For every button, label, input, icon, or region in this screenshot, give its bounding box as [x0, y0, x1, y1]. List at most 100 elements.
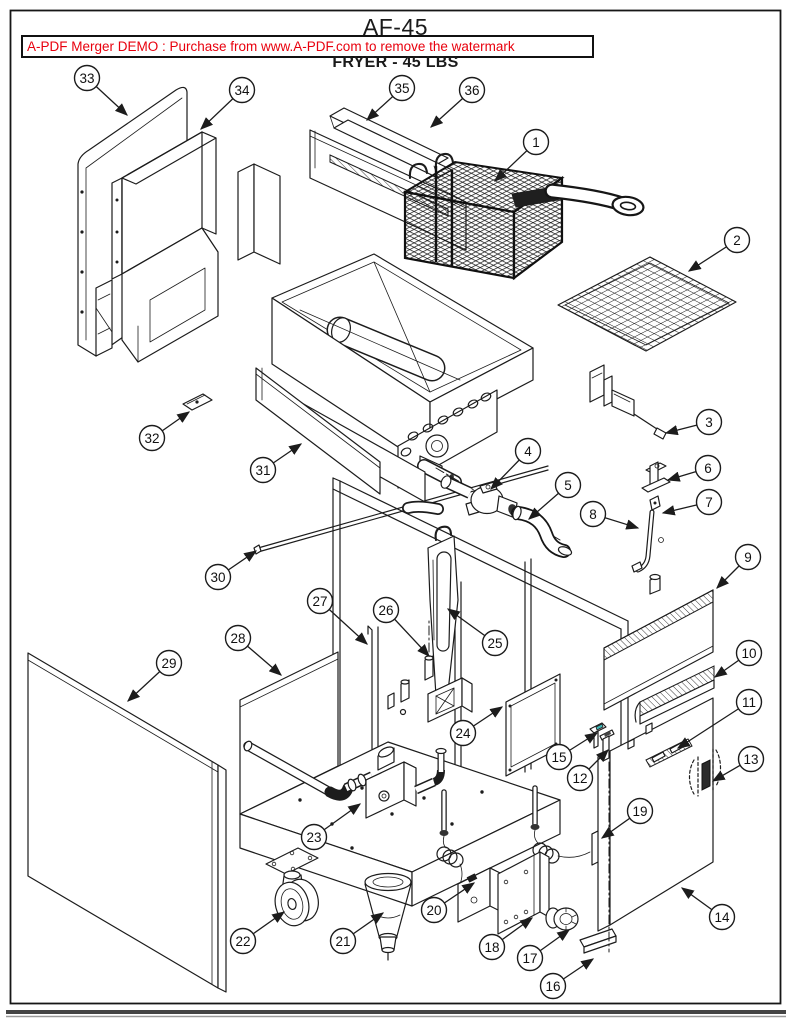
- callout-17: 17: [516, 929, 571, 972]
- svg-text:11: 11: [742, 695, 756, 710]
- callout-3: 3: [664, 408, 723, 436]
- callout-4: 4: [490, 437, 542, 490]
- callout-13: 13: [711, 745, 765, 782]
- part-7-pilot-fitting: [649, 495, 661, 511]
- callout-25: 25: [446, 608, 509, 657]
- svg-text:13: 13: [743, 752, 758, 767]
- svg-text:18: 18: [484, 940, 499, 955]
- svg-text:28: 28: [230, 631, 245, 646]
- callout-7: 7: [661, 488, 723, 516]
- svg-text:30: 30: [210, 570, 225, 585]
- callout-1: 1: [494, 128, 550, 182]
- svg-text:20: 20: [426, 903, 441, 918]
- callout-32: 32: [138, 411, 191, 452]
- svg-text:4: 4: [524, 444, 532, 459]
- part-3-basket-hanger: [589, 364, 667, 440]
- callout-35: 35: [366, 74, 416, 121]
- callout-14: 14: [680, 887, 736, 931]
- svg-text:17: 17: [522, 951, 537, 966]
- callout-21: 21: [329, 912, 385, 955]
- svg-text:23: 23: [306, 830, 321, 845]
- svg-text:24: 24: [455, 726, 471, 741]
- callout-8: 8: [579, 500, 640, 530]
- svg-text:6: 6: [704, 461, 712, 476]
- svg-text:9: 9: [744, 550, 752, 565]
- callout-19: 19: [600, 797, 654, 839]
- part-32-clip: [182, 393, 213, 411]
- part-17-knob: [545, 907, 579, 931]
- callout-33: 33: [73, 64, 128, 116]
- part-9-back-panel-upper: [603, 589, 714, 711]
- part-5-drain-hose: [511, 505, 573, 558]
- svg-text:19: 19: [632, 804, 647, 819]
- svg-text:12: 12: [572, 771, 587, 786]
- svg-text:26: 26: [378, 603, 393, 618]
- svg-text:31: 31: [255, 463, 270, 478]
- page-border: [6, 9, 786, 1018]
- callout-20: 20: [420, 882, 476, 924]
- callout-9: 9: [716, 543, 762, 589]
- svg-text:1: 1: [532, 135, 540, 150]
- callout-5: 5: [528, 471, 582, 520]
- callout-22: 22: [229, 911, 286, 955]
- part-25-drain-tube: [427, 525, 473, 723]
- svg-text:25: 25: [487, 636, 502, 651]
- part-31-fry-tank: [255, 253, 534, 503]
- svg-text:36: 36: [464, 83, 479, 98]
- callout-31: 31: [249, 443, 303, 484]
- page-subtitle: FRYER - 45 LBS: [332, 54, 459, 71]
- part-18-mounting-bracket: [497, 851, 550, 935]
- callout-28: 28: [224, 624, 282, 676]
- svg-text:21: 21: [335, 934, 350, 949]
- part-13-door-magnet: [688, 748, 722, 797]
- svg-text:14: 14: [714, 910, 730, 925]
- callout-2: 2: [687, 226, 751, 272]
- svg-text:8: 8: [589, 507, 597, 522]
- part-8-pilot-tube: [631, 509, 664, 595]
- part-29-side-panel: [27, 652, 227, 993]
- callout-12: 12: [566, 749, 609, 792]
- part-16-hinge-wedge: [579, 928, 617, 954]
- svg-text:2: 2: [733, 233, 741, 248]
- callout-27: 27: [306, 587, 368, 645]
- callout-layer: 1234567891011121314151617181920212223242…: [73, 64, 765, 1000]
- part-26-standoff: [387, 655, 434, 716]
- callout-30: 30: [204, 550, 258, 591]
- part-14-door: [597, 697, 714, 953]
- svg-text:33: 33: [79, 71, 94, 86]
- part-1-fry-basket: [402, 152, 645, 281]
- part-22-caster: [265, 847, 319, 927]
- watermark-banner: A-PDF Merger DEMO : Purchase from www.A-…: [21, 35, 594, 58]
- callout-24: 24: [449, 706, 504, 747]
- callout-23: 23: [300, 803, 362, 851]
- svg-text:29: 29: [161, 656, 176, 671]
- callout-34: 34: [200, 76, 256, 130]
- svg-text:3: 3: [705, 415, 713, 430]
- callout-10: 10: [713, 639, 763, 678]
- watermark-text[interactable]: A-PDF Merger DEMO : Purchase from www.A-…: [27, 39, 515, 54]
- callout-11: 11: [676, 688, 763, 749]
- svg-text:34: 34: [234, 83, 250, 98]
- callout-29: 29: [127, 649, 183, 702]
- svg-text:7: 7: [705, 495, 713, 510]
- callout-18: 18: [478, 917, 534, 961]
- callout-6: 6: [666, 454, 722, 482]
- svg-text:35: 35: [394, 81, 409, 96]
- svg-text:15: 15: [551, 750, 566, 765]
- part-2-crumb-screen: [557, 256, 737, 352]
- svg-text:27: 27: [312, 594, 327, 609]
- callout-26: 26: [372, 596, 430, 657]
- part-21-drain-strainer: [364, 872, 412, 961]
- svg-text:32: 32: [144, 431, 159, 446]
- part-10-control-panel-trim: [634, 665, 715, 725]
- part-34-flue-duct: [95, 131, 219, 363]
- svg-text:10: 10: [741, 646, 756, 661]
- svg-text:22: 22: [235, 934, 250, 949]
- part-6-pilot-bracket: [641, 461, 671, 493]
- part-23-gas-valve: [243, 740, 447, 819]
- callout-15: 15: [545, 732, 599, 771]
- callout-36: 36: [430, 76, 486, 128]
- svg-text:16: 16: [545, 979, 560, 994]
